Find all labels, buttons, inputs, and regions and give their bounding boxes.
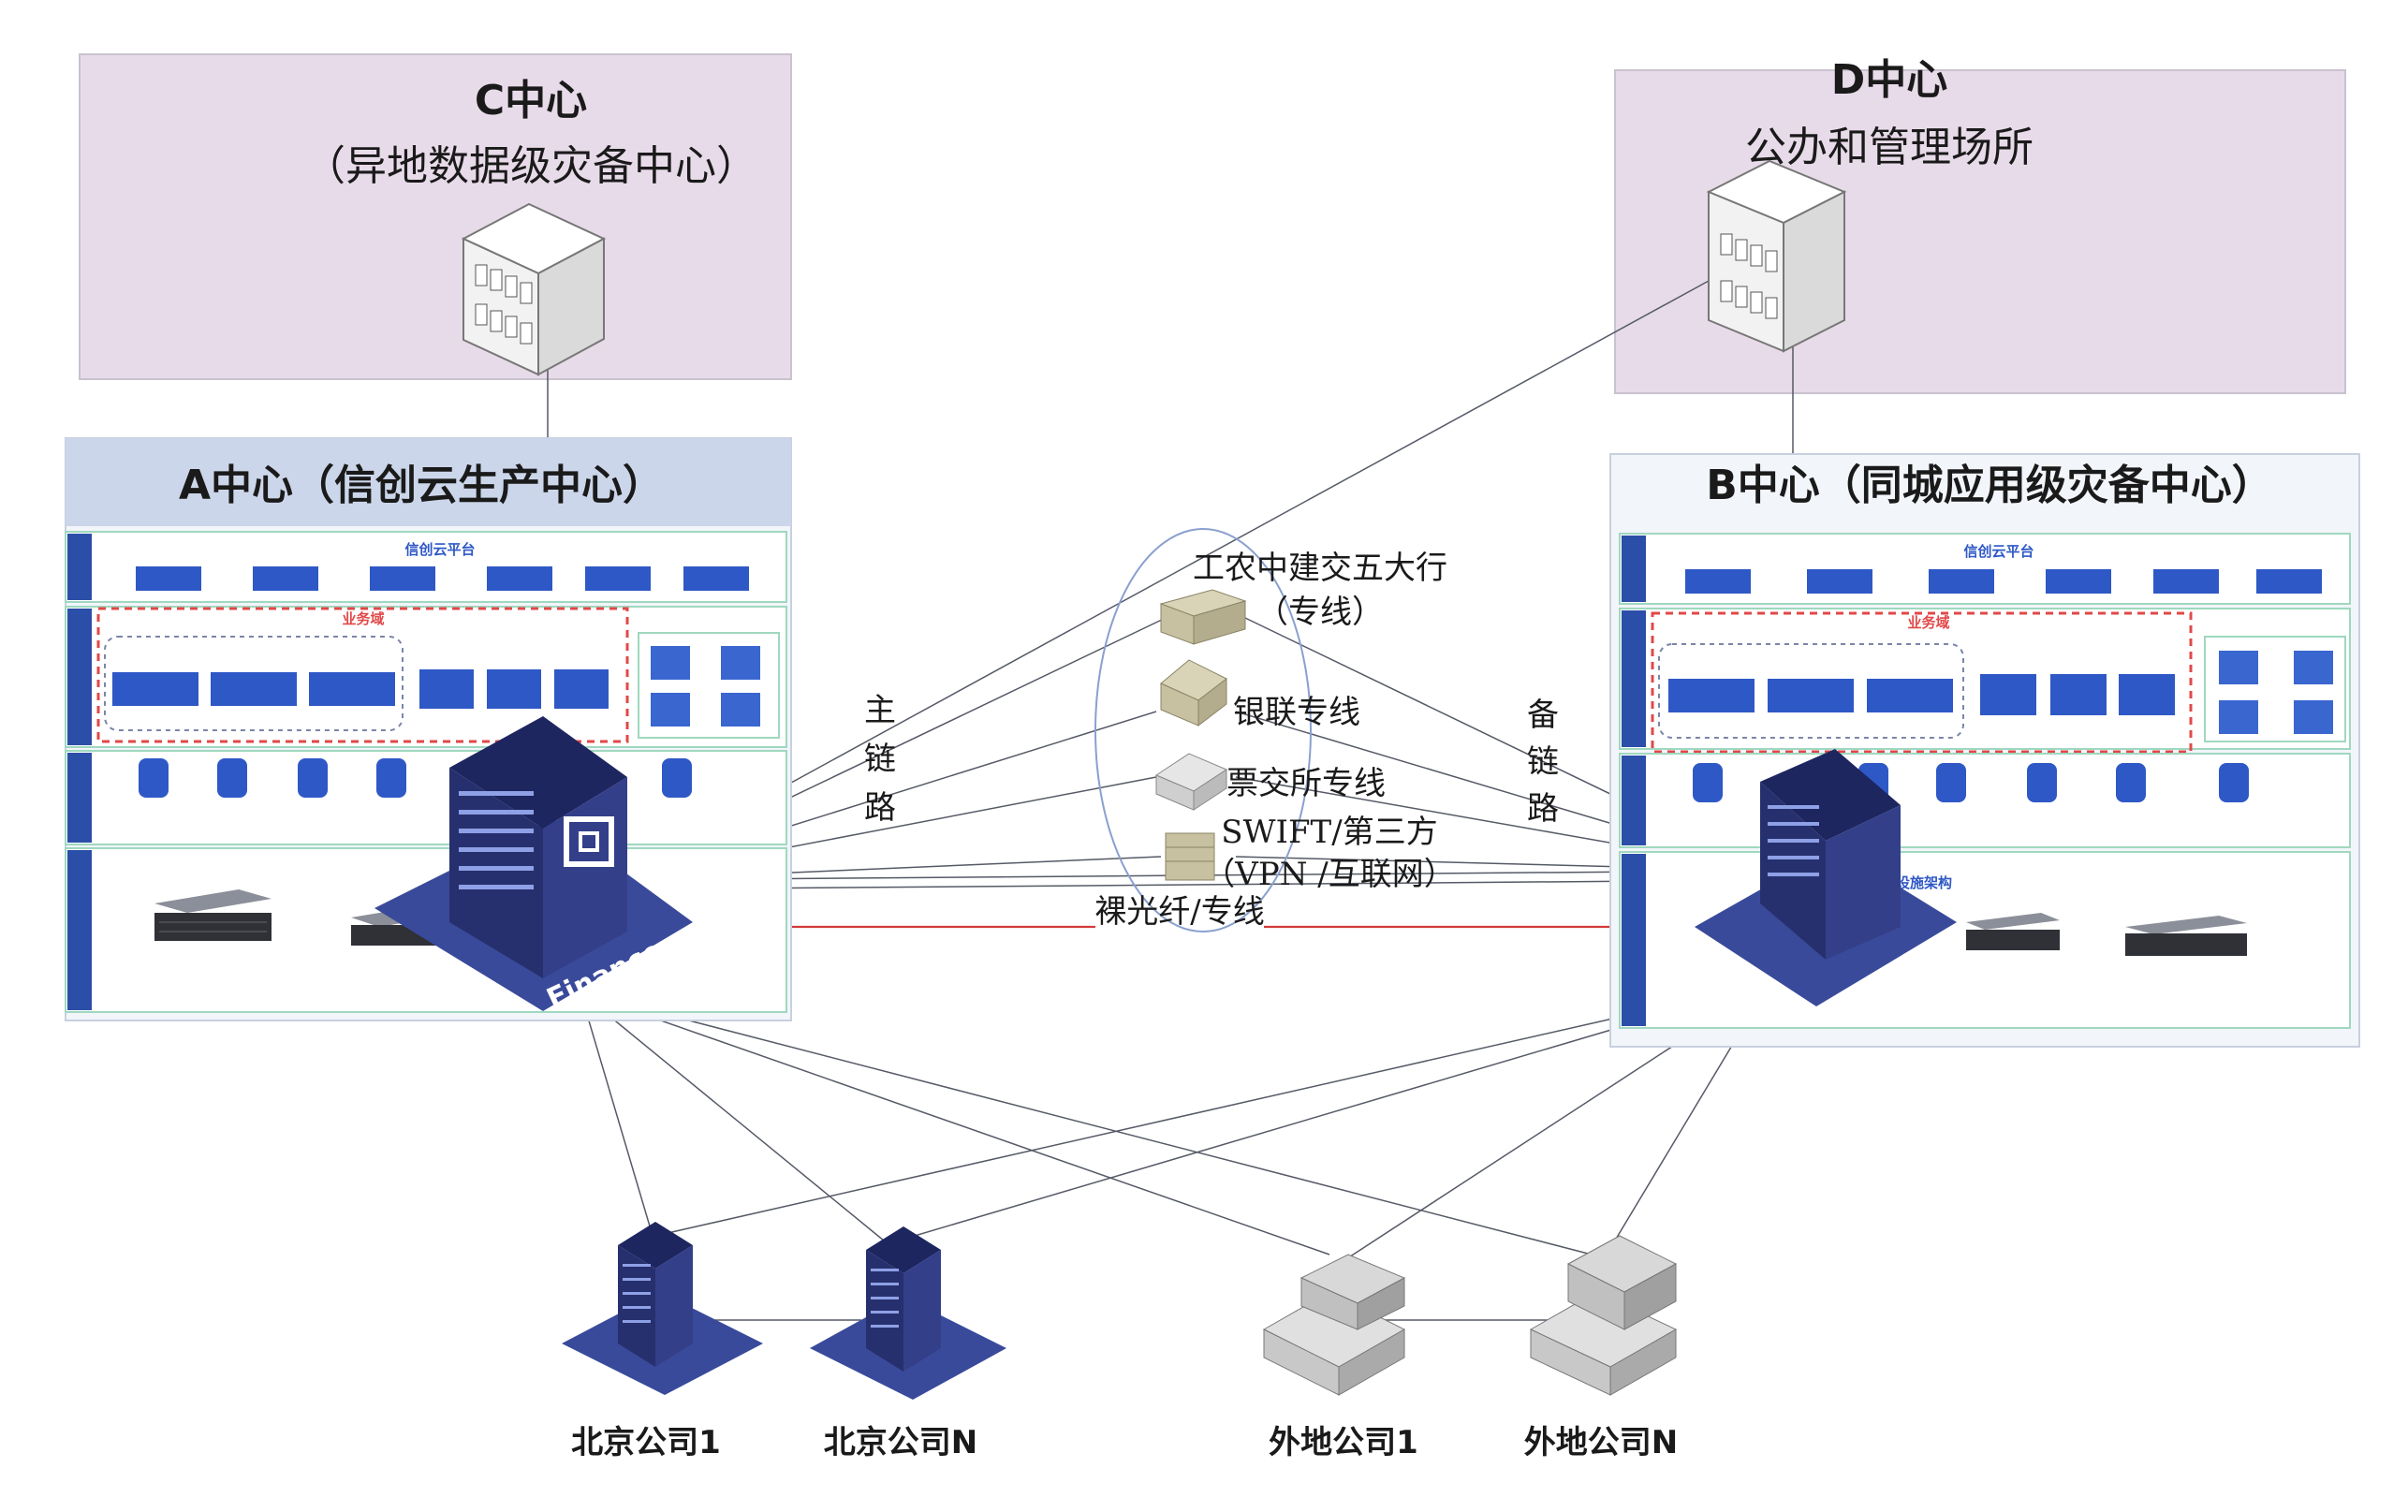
- main-link-label: 主 链 路: [864, 692, 896, 827]
- bank-icon: [1159, 589, 1247, 645]
- a-zone-chips: [112, 646, 760, 727]
- banks-label: 工农中建交五大行: [1193, 550, 1447, 587]
- backup-link-label: 备 链 路: [1527, 697, 1559, 828]
- branch-remote-1-label: 外地公司1: [1269, 1424, 1418, 1461]
- b-zone-chips: [1668, 651, 2333, 734]
- b-zone-label: 业务域: [1907, 614, 1949, 631]
- b-platform-label: 信创云平台: [1963, 543, 2034, 560]
- b-center-panel: B中心（同城应用级灾备中心） 信创云平台 业务域: [1609, 453, 2360, 1048]
- d-office-building: [1706, 159, 1847, 353]
- b-platform-chips: [1685, 569, 2322, 594]
- svg-text:链: 链: [864, 741, 896, 778]
- branch-beijing-1: 北京公司1: [562, 1222, 763, 1461]
- a-platform-chips: [136, 566, 749, 591]
- svg-text:路: 路: [1527, 790, 1559, 828]
- a-security-icons: [139, 758, 692, 798]
- swift-sublabel: （VPN /互联网）: [1203, 856, 1455, 893]
- a-platform-label: 信创云平台: [404, 541, 475, 558]
- a-finance-building: Finance: [374, 716, 693, 1016]
- branch-beijing-1-label: 北京公司1: [571, 1424, 721, 1461]
- b-server-rack: [1966, 913, 2247, 956]
- bill-exchange-label: 票交所专线: [1226, 765, 1386, 802]
- svg-text:链: 链: [1527, 743, 1559, 781]
- branch-remote-1: 外地公司1: [1262, 1254, 1418, 1461]
- b-center-title: B中心（同城应用级灾备中心）: [1706, 462, 2273, 509]
- unionpay-label: 银联专线: [1233, 694, 1360, 731]
- c-center-box: C中心 （异地数据级灾备中心）: [79, 53, 792, 380]
- external-services-group: 工农中建交五大行 （专线） 银联专线 票交所专线 SWIFT/第三方 （VPN …: [1094, 528, 1456, 932]
- unionpay-icon: [1160, 659, 1227, 727]
- branch-beijing-n: 北京公司N: [810, 1226, 1006, 1461]
- b-hq-building: [1695, 749, 1957, 1006]
- svg-text:备: 备: [1527, 697, 1559, 734]
- swift-label: SWIFT/第三方: [1221, 814, 1437, 851]
- a-center-title: A中心（信创云生产中心）: [179, 462, 664, 509]
- d-center-subtitle: 公办和管理场所: [1745, 124, 2034, 171]
- banks-sublabel: （专线）: [1256, 594, 1384, 631]
- bill-exchange-icon: [1154, 753, 1228, 811]
- swift-icon: [1165, 832, 1215, 881]
- svg-text:路: 路: [864, 789, 896, 827]
- branch-remote-n: 外地公司N: [1524, 1235, 1678, 1461]
- fiber-label: 裸光纤/专线: [1094, 893, 1264, 931]
- d-center-title: D中心: [1831, 56, 1948, 104]
- a-zone-label: 业务域: [342, 610, 384, 627]
- branch-remote-n-label: 外地公司N: [1524, 1424, 1678, 1461]
- branch-beijing-n-label: 北京公司N: [824, 1424, 977, 1461]
- c-datacenter-building: [461, 202, 607, 376]
- c-center-title: C中心: [475, 77, 587, 125]
- svg-text:主: 主: [864, 692, 896, 729]
- c-center-subtitle: （异地数据级灾备中心）: [304, 142, 757, 190]
